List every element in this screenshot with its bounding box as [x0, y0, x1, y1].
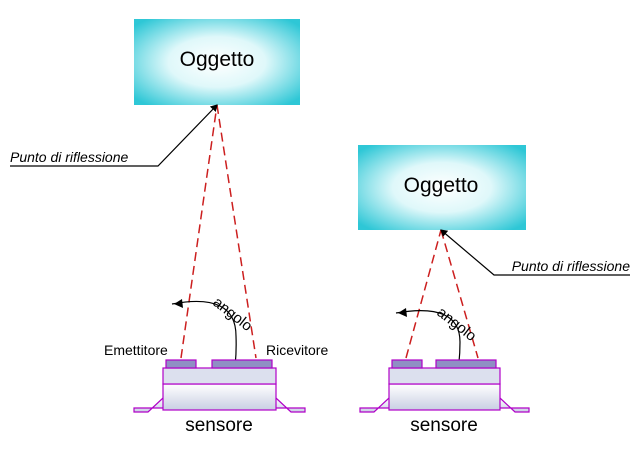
receiver-beam	[440, 229, 479, 359]
emitter-beam	[180, 104, 218, 359]
sensor-base	[162, 383, 277, 411]
sensor-label: sensore	[185, 415, 253, 436]
emitter-pad	[165, 359, 197, 369]
angle-arc-arrowhead-icon	[174, 299, 183, 308]
object-box	[358, 145, 526, 230]
angle-label: angolo	[434, 304, 480, 345]
reflection-leader	[440, 229, 630, 276]
emitter-beam	[405, 229, 442, 359]
sensor-body	[133, 359, 306, 413]
reflection-leader	[10, 104, 218, 167]
sensor-base	[388, 383, 501, 411]
receiver-pad	[211, 359, 273, 369]
sensor-body	[359, 359, 530, 413]
reflection-label: Punto di riflessione	[10, 149, 129, 165]
receiver-label: Ricevitore	[266, 342, 328, 358]
sensor-top	[162, 367, 277, 385]
angle-arc-arrowhead-icon	[398, 308, 407, 317]
sensor-label: sensore	[410, 415, 478, 436]
object-label: Oggetto	[404, 174, 479, 197]
emitter-label: Emettitore	[104, 342, 168, 358]
emitter-pad	[391, 359, 423, 369]
reflection-label: Punto di riflessione	[512, 258, 631, 274]
sensor-top	[388, 367, 501, 385]
object-box	[134, 19, 300, 105]
diagram-right: Oggetto Punto di riflessione angolo sens…	[358, 145, 630, 436]
receiver-beam	[216, 104, 257, 359]
receiver-pad	[435, 359, 497, 369]
object-label: Oggetto	[180, 48, 255, 71]
diagram-left: Oggetto Punto di riflessione angolo Emet…	[10, 19, 328, 436]
